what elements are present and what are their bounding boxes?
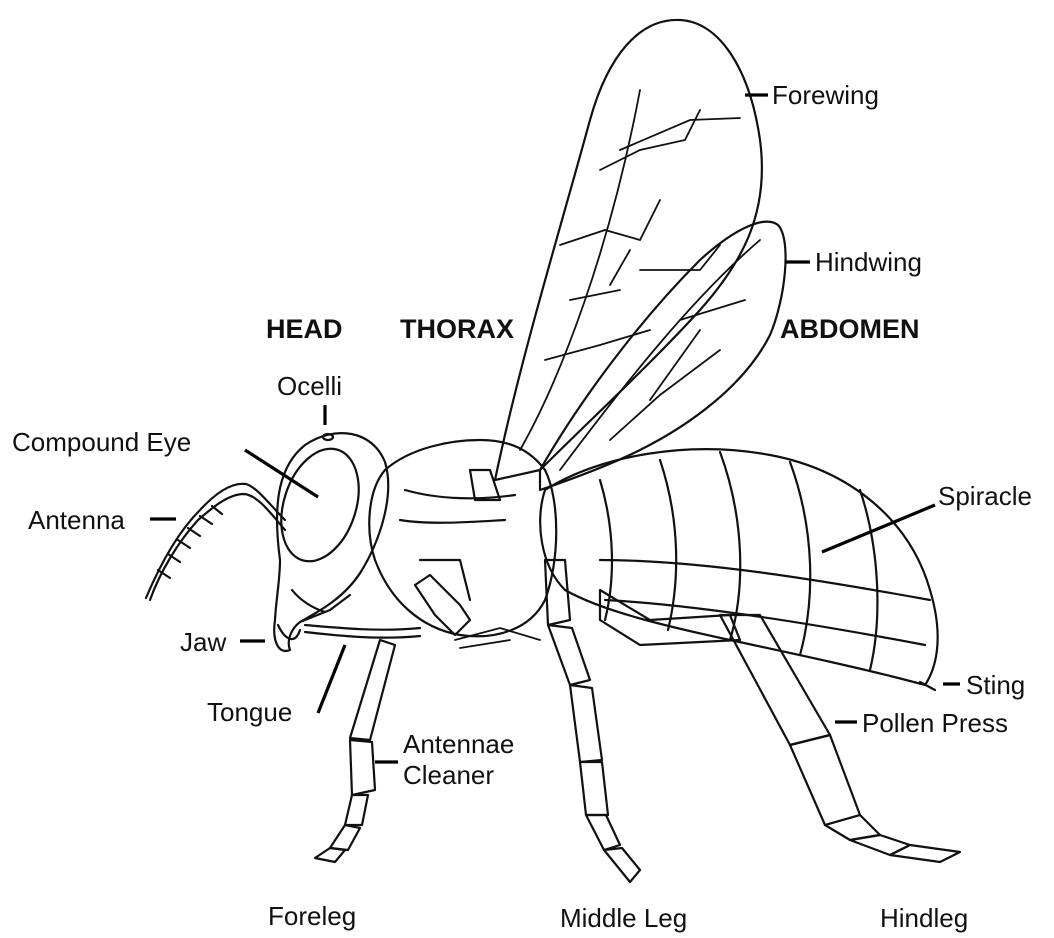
region-label-thorax: THORAX xyxy=(400,316,514,343)
middle-leg-drawing xyxy=(545,560,640,882)
label-hindwing: Hindwing xyxy=(815,249,922,275)
label-spiracle: Spiracle xyxy=(938,483,1032,509)
region-label-head: HEAD xyxy=(266,316,343,343)
label-antennae-cleaner-line2: Cleaner xyxy=(403,762,494,788)
label-antenna: Antenna xyxy=(28,507,125,533)
label-foreleg: Foreleg xyxy=(268,903,356,929)
forewing-drawing xyxy=(495,20,762,480)
label-forewing: Forewing xyxy=(772,82,879,108)
label-sting: Sting xyxy=(966,672,1025,698)
label-pollen-press: Pollen Press xyxy=(862,710,1008,736)
mouthparts-drawing xyxy=(278,625,420,639)
foreleg-drawing xyxy=(315,575,470,862)
antenna-drawing xyxy=(146,484,285,600)
label-jaw: Jaw xyxy=(180,629,226,655)
label-middle-leg: Middle Leg xyxy=(560,905,687,931)
region-label-abdomen: ABDOMEN xyxy=(780,316,920,343)
label-hindleg: Hindleg xyxy=(880,905,968,931)
hindwing-veins xyxy=(560,240,760,470)
label-ocelli: Ocelli xyxy=(277,373,342,399)
abdomen-drawing xyxy=(540,449,937,690)
leader-lines xyxy=(150,95,960,762)
hindwing-drawing xyxy=(540,222,786,490)
label-tongue: Tongue xyxy=(207,699,292,725)
thorax-hair xyxy=(455,628,540,648)
label-antennae-cleaner-line1: Antennae xyxy=(403,731,514,757)
thorax-drawing xyxy=(369,440,556,636)
forewing-veins xyxy=(520,90,740,450)
label-compound-eye: Compound Eye xyxy=(12,429,191,455)
